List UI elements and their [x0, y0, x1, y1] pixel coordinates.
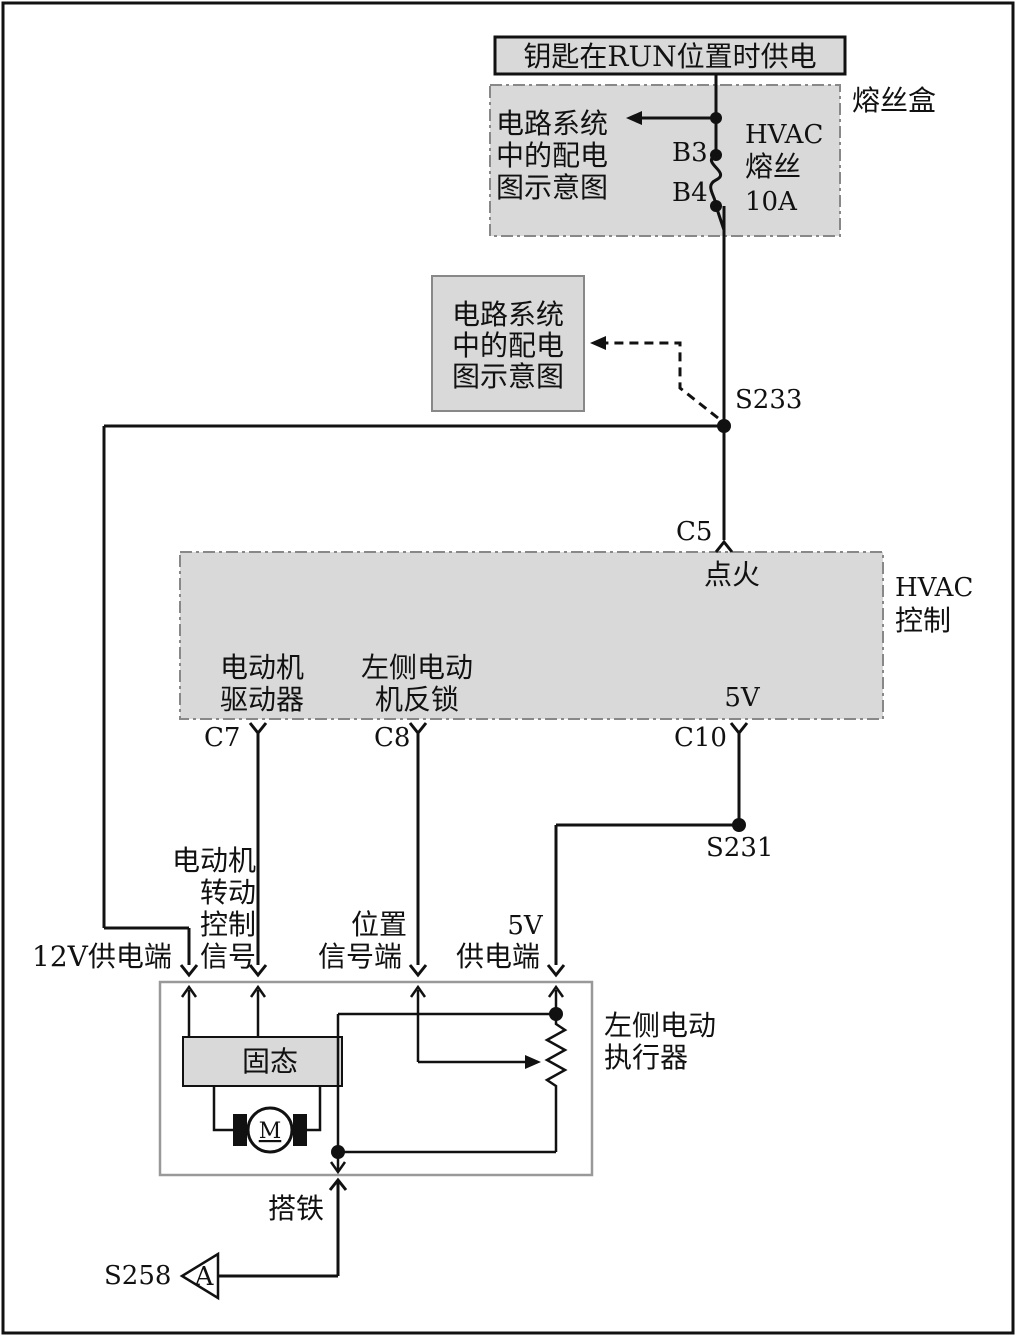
pin-c8-label: C8: [374, 723, 410, 753]
fuse-box-ref-line-2: 中的配电: [496, 139, 608, 172]
hvac-control-name-2: 控制: [895, 604, 951, 637]
supply-12v-label: 12V供电端: [32, 940, 172, 973]
reference-arrow-head: [590, 336, 606, 350]
connector-c8: [408, 722, 428, 736]
pin-c10-label: C10: [674, 723, 727, 753]
fuse-label-line-2: 熔丝: [745, 150, 801, 183]
feedback-label-1: 左侧电动: [361, 651, 473, 684]
reference-box-line-2: 中的配电: [452, 329, 564, 362]
feedback-label-2: 机反锁: [375, 683, 459, 716]
fuse-terminal-b3: [710, 149, 722, 161]
fuse-ref-arrow-head: [626, 111, 642, 125]
actuator-outline: [158, 980, 594, 1177]
hvac-control: HVAC 控制 C5 点火 电动机 驱动器 左侧电动 机反锁 5V: [179, 517, 973, 720]
fuse-pin-b3: B3: [672, 138, 708, 168]
reference-box-outline: [431, 275, 585, 412]
internal-arrow-12v: [180, 984, 198, 998]
connector-c7: [248, 722, 268, 736]
supply-5v-label-1: 5V: [507, 911, 544, 941]
internal-arrow-ground: [329, 1161, 347, 1175]
connector-motor-control: [248, 964, 268, 978]
motor-control-label-3: 控制: [200, 908, 256, 941]
fuse-box-name: 熔丝盒: [852, 84, 936, 117]
motor-driver-label-2: 驱动器: [220, 683, 304, 716]
ground-label: 搭铁: [268, 1192, 324, 1225]
pin-c7-label: C7: [204, 723, 240, 753]
connector-12v: [179, 964, 199, 978]
power-source: 钥匙在RUN位置时供电: [493, 35, 847, 76]
internal-arrow-position: [409, 984, 427, 998]
motor-control-label-4: 信号: [200, 940, 256, 973]
motor-control-label-2: 转动: [200, 876, 256, 909]
ignition-label: 点火: [704, 558, 760, 591]
supply-5v-label-2: 供电端: [456, 940, 540, 973]
motor-driver-label-1: 电动机: [220, 651, 304, 684]
fuse-box-outline: [489, 84, 841, 237]
actuator-name-1: 左侧电动: [604, 1009, 716, 1042]
left-actuator: 左侧电动 执行器 固态 M: [158, 980, 716, 1177]
hvac-control-outline: [179, 551, 884, 720]
actuator-name-2: 执行器: [604, 1041, 688, 1074]
reference-box-line-3: 图示意图: [452, 360, 564, 393]
wiper-arrow-head: [525, 1055, 541, 1069]
fuse-box-ref-line-1: 电路系统: [496, 107, 608, 140]
splice-s231-label: S231: [706, 833, 773, 863]
fuse-pin-b4: B4: [672, 178, 708, 208]
fuse-label-line-1: HVAC: [745, 120, 823, 150]
internal-arrow-5v: [547, 984, 565, 998]
fuse-box-ref-line-3: 图示意图: [496, 171, 608, 204]
motor-brush-right: [293, 1114, 307, 1146]
position-label-2: 信号端: [318, 940, 402, 973]
reference-box: 电路系统 中的配电 图示意图: [431, 275, 585, 412]
connector-position: [408, 964, 428, 978]
reference-box-line-1: 电路系统: [452, 298, 564, 331]
ground-splice-label: S258: [104, 1261, 171, 1291]
solid-state-label: 固态: [242, 1045, 298, 1078]
ref5v-label: 5V: [724, 683, 761, 713]
fuse-box: 熔丝盒 电路系统 中的配电 图示意图 B3 B4 HVAC 熔丝 10A: [489, 84, 936, 237]
power-source-box: [493, 35, 847, 76]
hvac-control-name-1: HVAC: [895, 573, 973, 603]
reference-dashed-arrow: [604, 341, 719, 420]
connector-5v: [546, 964, 566, 978]
splice-s233-label: S233: [735, 385, 802, 415]
motor-symbol-letter: M: [259, 1119, 282, 1144]
motor-brush-left: [233, 1114, 247, 1146]
fuse-label-line-3: 10A: [745, 187, 798, 217]
motor-symbol: [246, 1106, 294, 1154]
connector-c10: [729, 722, 749, 736]
motor-control-label-1: 电动机: [172, 844, 256, 877]
ground-connector-letter: A: [194, 1262, 215, 1292]
ground-connector-triangle: [179, 1251, 220, 1301]
internal-arrow-motor-control: [249, 984, 267, 998]
pin-c5-label: C5: [676, 517, 712, 547]
potentiometer: [544, 1014, 568, 1152]
connector-c5: [714, 539, 734, 553]
solid-state-block: [182, 1036, 343, 1087]
power-source-label: 钥匙在RUN位置时供电: [523, 40, 816, 73]
position-label-1: 位置: [351, 908, 407, 941]
wire-fuse-jog: [714, 205, 726, 231]
fuse-symbol: [709, 153, 723, 207]
